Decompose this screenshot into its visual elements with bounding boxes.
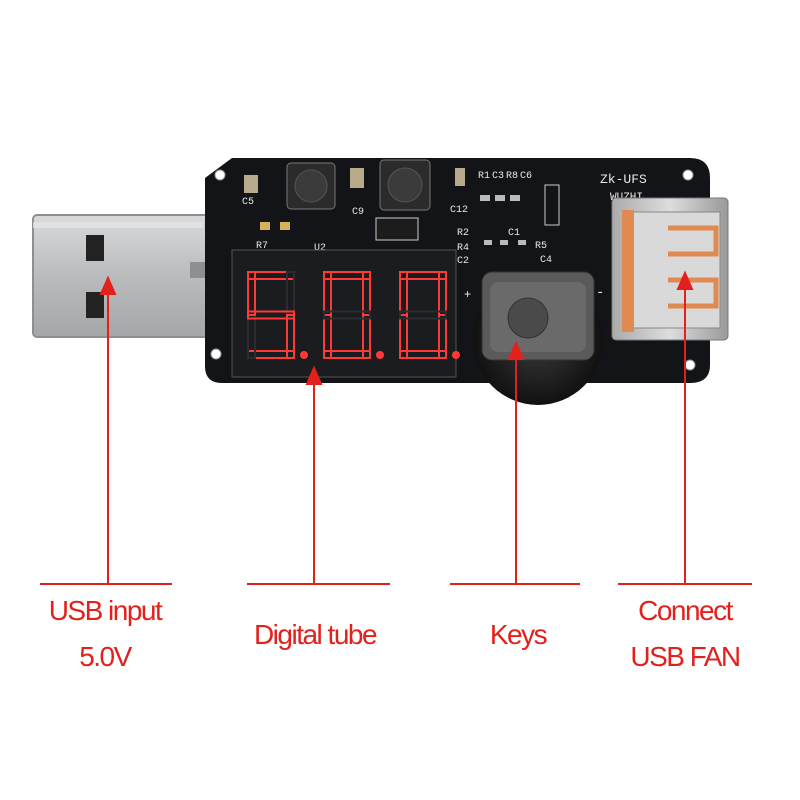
keys-callout: Keys xyxy=(448,612,588,658)
digital-tube-display xyxy=(231,249,460,378)
digital-tube-callout: Digital tube xyxy=(240,612,390,658)
digit-2-segment-g xyxy=(399,310,447,320)
silk-ref: R7 xyxy=(256,241,268,252)
keys-label: Keys xyxy=(489,619,548,650)
silk-minus: - xyxy=(596,285,604,301)
usb-input-callout: USB input 5.0V xyxy=(30,588,180,680)
silk-ref: C12 xyxy=(450,205,468,216)
annotation-lines xyxy=(40,270,752,585)
silk-ref: C3 xyxy=(492,171,504,182)
silk-ref: R2 xyxy=(457,228,469,239)
usb-input-label: USB input xyxy=(48,595,163,626)
digit-0-decimal-point xyxy=(300,351,308,359)
silk-ref: R1 xyxy=(478,171,490,182)
digit-1-decimal-point xyxy=(376,351,384,359)
silk-ref: C6 xyxy=(520,171,532,182)
rotary-key-knob[interactable] xyxy=(473,271,603,405)
silk-ref: C4 xyxy=(540,255,552,266)
digit-1-segment-f xyxy=(323,271,332,316)
silk-ref: U2 xyxy=(314,243,326,254)
digit-0-segment-g xyxy=(247,310,295,320)
silk-ref: R8 xyxy=(506,171,518,182)
digit-0-segment-f xyxy=(247,271,256,316)
usb-fan-port xyxy=(611,197,729,341)
silk-ref: C1 xyxy=(508,228,520,239)
silk-ref: C9 xyxy=(352,207,364,218)
silk-ref: R4 xyxy=(457,243,469,254)
digit-2-segment-f xyxy=(399,271,408,316)
silk-ref: C2 xyxy=(457,256,469,267)
display-digits xyxy=(247,271,460,359)
digital-tube-label: Digital tube xyxy=(253,619,378,650)
silk-plus: + xyxy=(464,288,471,302)
silk-model: Zk-UFS xyxy=(600,172,647,187)
silk-ref: C5 xyxy=(242,197,254,208)
usb-a-plug xyxy=(32,214,224,338)
silk-ref: R5 xyxy=(535,241,547,252)
connect-fan-callout: Connect USB FAN xyxy=(610,588,760,680)
usb-fan-label: USB FAN xyxy=(630,641,741,672)
connect-label: Connect xyxy=(638,595,733,626)
digit-1-segment-g xyxy=(323,310,371,320)
digit-2-decimal-point xyxy=(452,351,460,359)
usb-input-voltage: 5.0V xyxy=(79,641,132,672)
